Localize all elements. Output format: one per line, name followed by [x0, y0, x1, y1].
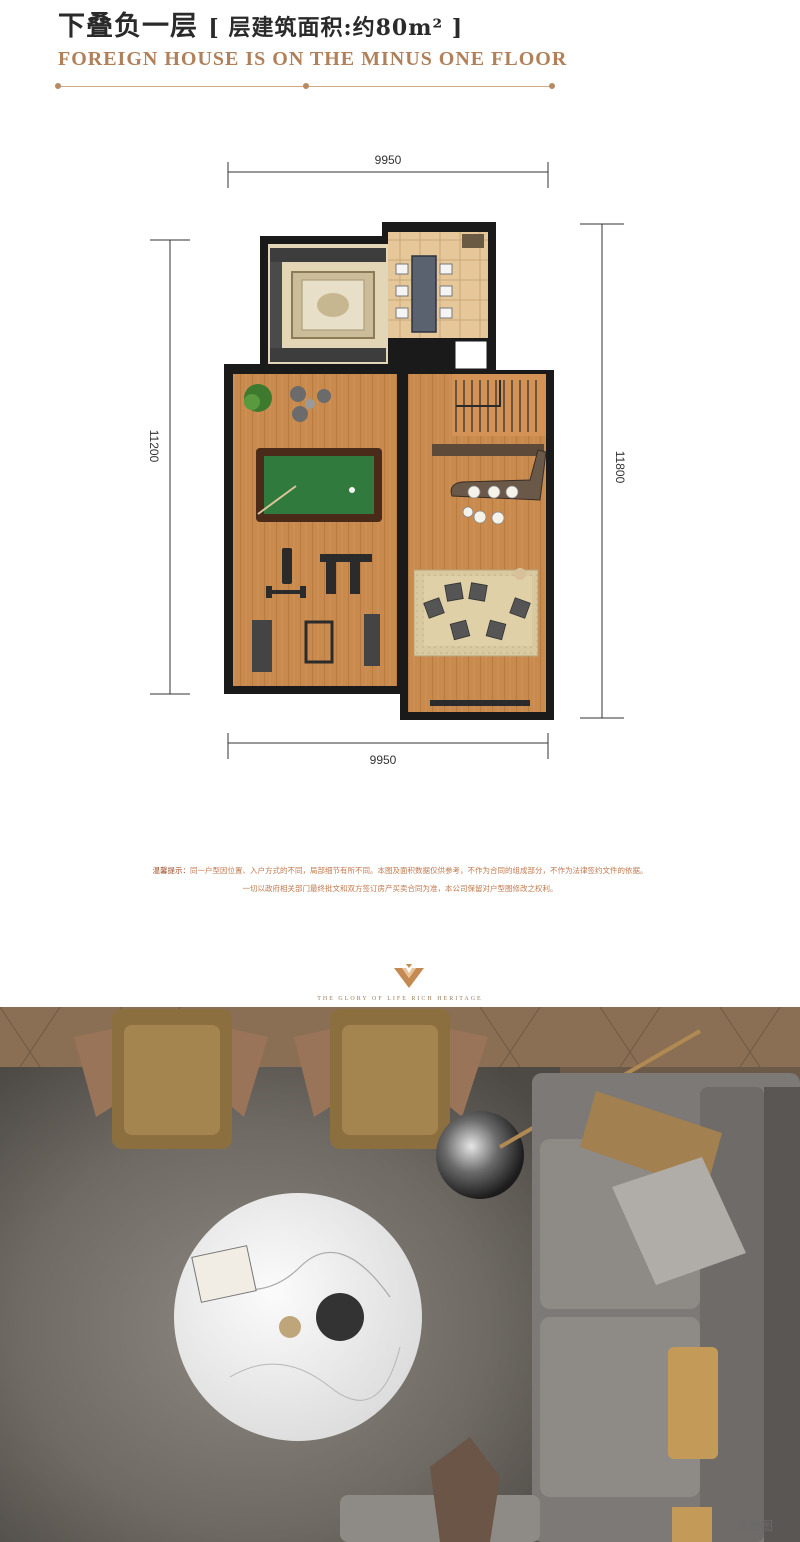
- dim-bottom-label: 9950: [370, 753, 397, 767]
- subtitle-en: FOREIGN HOUSE IS ON THE MINUS ONE FLOOR: [58, 48, 568, 70]
- disclaimer-line-2: 一切以政府相关部门最终批文和双方签订房产买卖合同为准，本公司保留对户型图修改之权…: [242, 884, 558, 893]
- dining-floor: [388, 232, 488, 338]
- dining-chair-left: [74, 1009, 268, 1149]
- dim-top-label: 9950: [375, 153, 402, 167]
- dimension-bottom: 9950: [227, 733, 549, 767]
- divider-dot-center: [303, 83, 309, 89]
- bookshelf-top: [270, 248, 386, 262]
- vase: [279, 1316, 301, 1338]
- disclaimer-line-1: 温馨提示：同一户型因位置、入户方式的不同，局部细节有所不同。本图及面积数据仅供参…: [0, 862, 800, 880]
- interior-wall: [398, 436, 408, 694]
- brand-tagline: THE GLORY OF LIFE RICH HERITAGE: [317, 996, 483, 1002]
- tv-console: [430, 700, 530, 706]
- sideboard: [462, 234, 484, 248]
- billiard-table: [256, 448, 382, 522]
- divider-dot-left: [55, 83, 61, 89]
- decor-bowl: [316, 1293, 364, 1341]
- tea-room: [270, 248, 386, 362]
- floor-plan: 9950 9950 11200 11800: [0, 140, 800, 780]
- area-label: [ 层建筑面积:约80m² ]: [208, 15, 464, 41]
- disclaimer-label: 温馨提示：: [152, 866, 191, 875]
- brand-logo-icon: [394, 964, 424, 988]
- interior-photo-drawing: [0, 1007, 800, 1542]
- page-header: 下叠负一层 [ 层建筑面积:约80m² ] FOREIGN HOUSE IS O…: [0, 0, 800, 100]
- dining-chair-right: [294, 1009, 488, 1149]
- dimension-top: 9950: [227, 153, 549, 188]
- dining-table: [411, 255, 437, 333]
- divider-dot-right: [549, 83, 555, 89]
- brand-block: THE GLORY OF LIFE RICH HERITAGE: [0, 962, 800, 1006]
- plant-corner: [244, 384, 272, 412]
- gym-equipment: [252, 548, 380, 672]
- floor-plan-drawing: 9950 9950 11200 11800: [147, 153, 627, 767]
- throw-blanket: [430, 1437, 500, 1542]
- header-divider: [55, 83, 555, 89]
- disclaimer: 温馨提示：同一户型因位置、入户方式的不同，局部细节有所不同。本图及面积数据仅供参…: [0, 862, 800, 898]
- cushions: [580, 1091, 746, 1542]
- title-cn-text: 下叠负一层: [58, 11, 198, 42]
- dim-left-label: 11200: [147, 430, 161, 463]
- page-title: 下叠负一层 [ 层建筑面积:约80m² ]: [58, 4, 463, 43]
- dim-right-label: 11800: [613, 451, 627, 484]
- dimension-right: 11800: [580, 223, 627, 719]
- lounge-sofa-set: [413, 568, 539, 706]
- book: [191, 1245, 257, 1303]
- photo-caption: 示意图: [736, 1519, 773, 1533]
- coffee-table: [174, 1193, 422, 1441]
- floor-lamp-base: [436, 1111, 524, 1199]
- dimension-left: 11200: [147, 239, 190, 695]
- light-well: [452, 338, 490, 372]
- interior-photo: 示意图: [0, 1007, 800, 1542]
- bookshelf-left: [270, 262, 282, 348]
- lounge-chairs: [290, 386, 331, 422]
- disclaimer-text-1: 同一户型因位置、入户方式的不同，局部细节有所不同。本图及面积数据仅供参考，不作为…: [190, 866, 648, 875]
- bookshelf-bottom: [270, 348, 386, 362]
- bar-counter: [432, 444, 547, 525]
- dining-area: [395, 234, 484, 333]
- staircase: [452, 374, 546, 436]
